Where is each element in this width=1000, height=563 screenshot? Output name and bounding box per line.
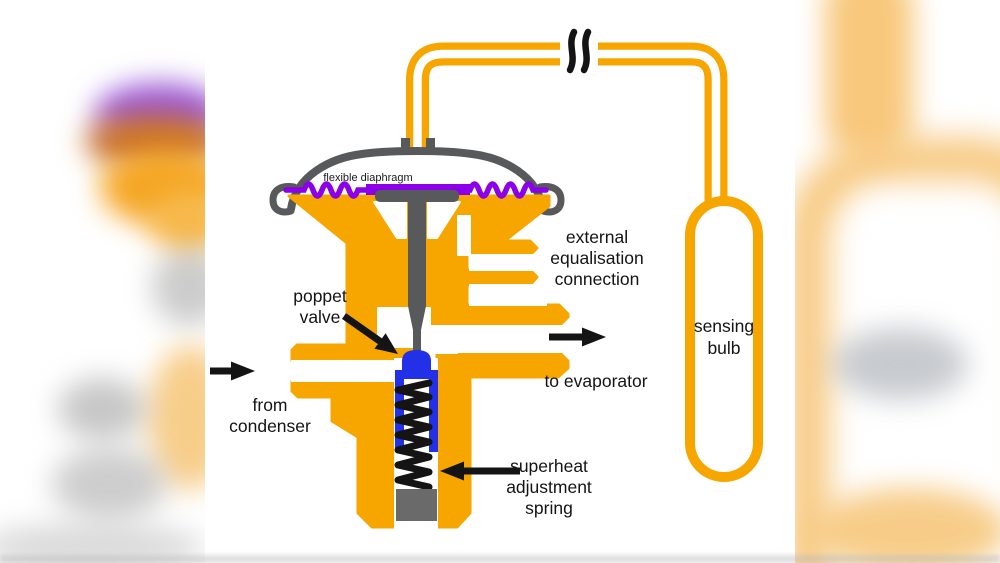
inlet-channel	[291, 360, 401, 382]
flow-arrows	[210, 313, 606, 481]
equalisation-channel	[469, 254, 547, 271]
superheat-spring-label: superheat	[510, 456, 588, 476]
sensing-bulb-label: sensing	[694, 316, 754, 336]
to-evaporator-label: to evaporator	[544, 371, 647, 391]
equalisation-port-upper	[470, 239, 539, 257]
sensing-bulb: sensing bulb	[685, 196, 763, 482]
poppet-valve-label: poppet	[293, 286, 347, 306]
adjustment-screw	[396, 489, 437, 521]
from-condenser-label: from	[253, 395, 288, 415]
inlet-arrow-icon	[210, 361, 255, 381]
external-equalisation-label: equalisation	[550, 248, 643, 268]
break-mark-icon	[580, 28, 592, 74]
capillary-tube	[406, 27, 728, 206]
flexible-diaphragm-label: flexible diaphragm	[323, 172, 412, 184]
outlet-upper-wall	[428, 303, 570, 328]
spring-pointer-arrow-icon	[440, 461, 520, 481]
background-blur-left	[0, 0, 205, 563]
bottom-blur-band	[0, 555, 1000, 563]
flexible-diaphragm	[283, 181, 549, 199]
dome-rim-right	[536, 183, 565, 216]
diaphragm-plate-and-pin	[375, 190, 459, 351]
poppet-valve-label: valve	[300, 307, 341, 327]
poppet-valve	[395, 350, 438, 452]
outlet-arrow-icon	[549, 327, 606, 347]
background-blur-right	[795, 0, 1000, 563]
labels: flexible diaphragm poppet valve external…	[229, 172, 648, 518]
external-equalisation-label: external	[566, 227, 628, 247]
tube-break-gap	[560, 27, 598, 73]
poppet-pointer-arrow-icon	[341, 313, 398, 354]
dome-rim-left	[269, 183, 298, 216]
equalisation-passage	[457, 215, 471, 256]
superheat-spring-label: spring	[525, 498, 573, 518]
external-equalisation-label: connection	[555, 269, 640, 289]
break-mark-icon	[566, 28, 578, 74]
equalisation-port-lower	[438, 268, 539, 287]
sensing-bulb-label: bulb	[707, 338, 740, 358]
superheat-spring-label: adjustment	[506, 477, 592, 497]
from-condenser-label: condenser	[229, 416, 311, 436]
superheat-spring	[394, 379, 433, 491]
